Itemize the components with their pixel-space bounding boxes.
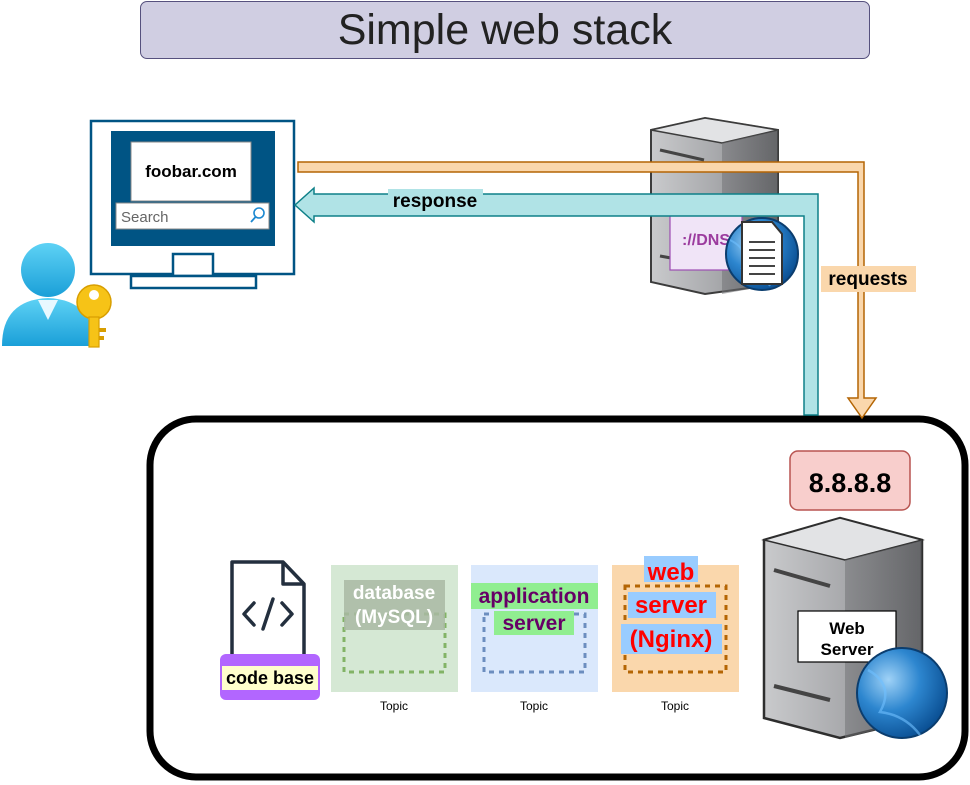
topic-web-server-caption: Topic [661,699,689,713]
response-label-bg [388,189,483,213]
topic-web-server-line2-bg [628,592,716,618]
topic-app-server-line1-bg [471,583,598,609]
code-file-icon [230,560,306,662]
user-icon [2,243,94,346]
topic-web-server-line1: web [647,559,695,586]
response-arrow [293,186,819,416]
search-input[interactable] [115,202,270,230]
topic-database-line2: (MySQL) [355,607,433,628]
key-icon [76,284,112,348]
diagram-title: Simple web stack [140,1,870,59]
search-placeholder: Search [121,209,169,226]
domain-box [130,141,252,202]
code-base-label-bg [222,666,318,690]
topic-app-server-line1: application [479,585,590,608]
document-icon [741,221,783,285]
response-label: response [393,191,477,212]
topic-app-server-caption: Topic [520,699,548,713]
requests-label-bg [821,266,916,292]
topic-database-line1: database [353,583,435,604]
ip-address: 8.8.8.8 [809,468,892,498]
dns-label: ://DNS [682,232,730,249]
topic-app-server-line2: server [502,612,565,635]
domain-text: foobar.com [145,162,237,181]
topic-web-server-line3: (Nginx) [630,626,713,653]
topic-app-server-line2-bg [494,611,574,635]
topic-database-caption: Topic [380,699,408,713]
topic-web-server-line3-bg [621,624,722,654]
web-server-label-line1: Web [829,619,865,638]
globe-icon [856,647,948,739]
ip-badge [789,450,911,511]
requests-label: requests [828,269,907,290]
web-server-label-line2: Server [821,640,874,659]
topic-database-label-bg [344,580,445,630]
code-base-label: code base [226,668,314,688]
topic-web-server-line1-bg [644,556,698,582]
search-icon[interactable] [250,207,265,223]
topic-web-server-line2: server [635,592,707,619]
